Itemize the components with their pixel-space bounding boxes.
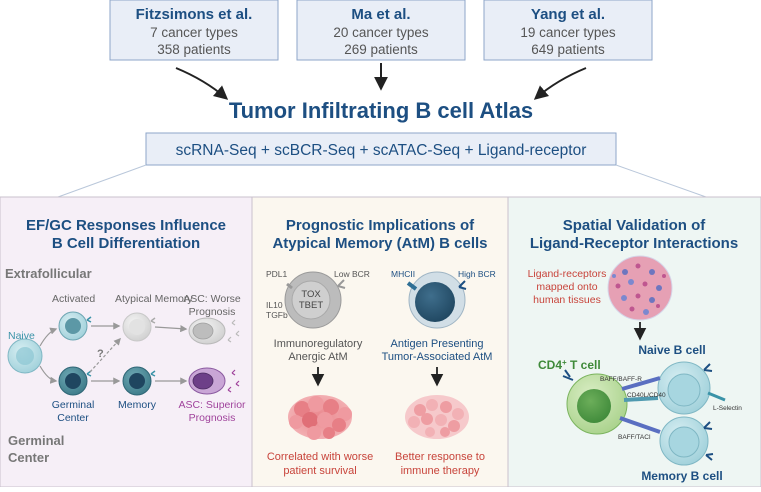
- ligand-line1: Ligand-receptors: [528, 268, 607, 280]
- asc-superior-line1: ASC: Superior: [178, 399, 246, 411]
- memory-b-label: Memory B cell: [641, 469, 722, 483]
- germinal-center-line2: Center: [8, 450, 49, 465]
- study-cancer-types: 7 cancer types: [150, 25, 238, 40]
- tbet-label: TBET: [299, 300, 323, 311]
- panel3-title-line1: Spatial Validation of: [563, 217, 707, 234]
- tumor-mass-left: [288, 395, 352, 440]
- connector-left: [57, 164, 147, 198]
- ligand-line3: human tissues: [533, 294, 601, 306]
- immunoreg-line2: Anergic AtM: [288, 351, 347, 363]
- mhcii-label: MHCII: [391, 269, 415, 279]
- cd4-t-label: CD4+ T cell: [538, 358, 601, 372]
- study-cancer-types: 19 cancer types: [520, 25, 616, 40]
- cd40-label: CD40L/CD40: [627, 392, 666, 399]
- methods-box: [145, 132, 617, 166]
- atlas-title: Tumor Infiltrating B cell Atlas: [229, 98, 533, 123]
- tumor-mass-right: [405, 395, 469, 439]
- study-box-yang: Yang et al. 19 cancer types 649 patients: [483, 0, 653, 61]
- memory-label: Memory: [118, 399, 157, 411]
- asc-worse-line2: Prognosis: [189, 306, 236, 318]
- l-selectin-label: L-Selectin: [713, 405, 742, 412]
- study-box-ma: Ma et al. 20 cancer types 269 patients: [296, 0, 466, 61]
- asc-superior-line2: Prognosis: [189, 412, 236, 424]
- pdl1-label: PDL1: [266, 269, 288, 279]
- asc-worse-line1: ASC: Worse: [183, 293, 241, 305]
- gc-small-line1: Germinal: [52, 399, 95, 411]
- low-bcr-label: Low BCR: [334, 269, 370, 279]
- study-patients: 649 patients: [531, 42, 605, 57]
- study-author: Ma et al.: [351, 6, 410, 23]
- better-line2: immune therapy: [401, 465, 480, 477]
- naive-label: Naive: [8, 330, 35, 342]
- panel-atm: [251, 196, 509, 488]
- study-author: Fitzsimons et al.: [136, 6, 253, 23]
- extrafollicular-label: Extrafollicular: [5, 266, 92, 281]
- panel2-title-line2: Atypical Memory (AtM) B cells: [272, 235, 487, 252]
- panel3-title-line2: Ligand-Receptor Interactions: [530, 235, 738, 252]
- panel2-title-line1: Prognostic Implications of: [286, 217, 475, 234]
- antigen-line2: Tumor-Associated AtM: [382, 351, 493, 363]
- high-bcr-label: High BCR: [458, 269, 496, 279]
- naive-b-label: Naive B cell: [638, 343, 705, 357]
- panel-ef-gc-content: EF/GC Responses Influence B Cell Differe…: [5, 217, 246, 465]
- tox-label: TOX: [301, 289, 321, 300]
- il10-label: IL10: [266, 300, 283, 310]
- study-patients: 358 patients: [157, 42, 231, 57]
- methods-text: scRNA-Seq + scBCR-Seq + scATAC-Seq + Lig…: [176, 142, 587, 159]
- germinal-center-line1: Germinal: [8, 433, 64, 448]
- antigen-line1: Antigen Presenting: [391, 338, 484, 350]
- immunoreg-line1: Immunoregulatory: [274, 338, 363, 350]
- ligand-line2: mapped onto: [536, 281, 597, 293]
- baff-r-label: BAFF/BAFF-R: [600, 376, 642, 383]
- study-box-fitzsimons: Fitzsimons et al. 7 cancer types 358 pat…: [109, 0, 279, 61]
- panel-spatial-content: Spatial Validation of Ligand-Receptor In…: [528, 217, 743, 483]
- panel1-title-line2: B Cell Differentiation: [52, 235, 200, 252]
- arrow-right: [533, 67, 587, 100]
- baff-taci-label: BAFF/TACI: [618, 434, 651, 441]
- panel1-title-line1: EF/GC Responses Influence: [26, 217, 226, 234]
- study-patients: 269 patients: [344, 42, 418, 57]
- tissue-map: [607, 255, 673, 321]
- atypical-memory-label: Atypical Memory: [115, 293, 193, 305]
- worse-line1: Correlated with worse: [267, 451, 373, 463]
- arrow-left: [175, 67, 229, 100]
- study-cancer-types: 20 cancer types: [333, 25, 429, 40]
- question-mark: ?: [97, 348, 104, 360]
- gc-small-line2: Center: [57, 412, 89, 424]
- activated-label: Activated: [52, 293, 95, 305]
- panel-spatial: [507, 196, 761, 488]
- panel-atm-content: Prognostic Implications of Atypical Memo…: [266, 217, 496, 477]
- connector-right: [615, 164, 707, 198]
- study-author: Yang et al.: [531, 6, 605, 23]
- better-line1: Better response to: [395, 451, 485, 463]
- tgfb-label: TGFb: [266, 310, 288, 320]
- worse-line2: patient survival: [283, 465, 356, 477]
